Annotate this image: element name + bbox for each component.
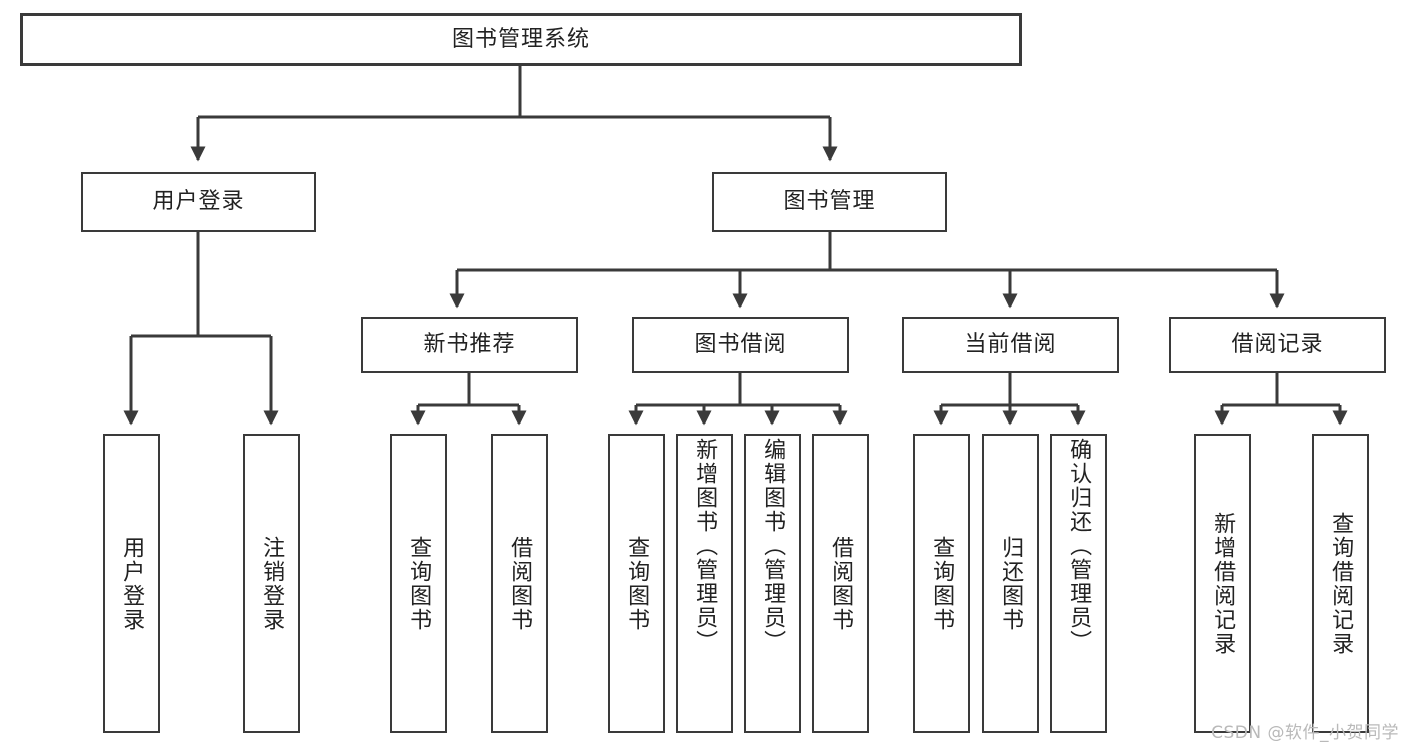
leaf-current-confirm-return-label: 确认归还（管理员） [1066,438,1092,654]
node-book-borrow[interactable]: 图书借阅 [632,317,849,373]
node-borrow-record-label: 借阅记录 [1231,332,1324,358]
node-new-book-recommend[interactable]: 新书推荐 [361,317,578,373]
leaf-borrow-add-book-label: 新增图书（管理员） [692,438,718,654]
leaf-current-confirm-return[interactable]: 确认归还（管理员） [1050,434,1107,733]
leaf-record-add-record[interactable]: 新增借阅记录 [1194,434,1251,733]
leaf-newbook-borrow-book[interactable]: 借阅图书 [491,434,548,733]
node-new-book-recommend-label: 新书推荐 [423,332,516,358]
leaf-current-query-book-label: 查询图书 [929,535,955,632]
leaf-user-login-label: 用户登录 [119,535,145,632]
leaf-borrow-query-book[interactable]: 查询图书 [608,434,665,733]
node-book-management[interactable]: 图书管理 [712,172,947,232]
leaf-borrow-add-book[interactable]: 新增图书（管理员） [676,434,733,733]
node-book-borrow-label: 图书借阅 [694,332,787,358]
leaf-user-logout-label: 注销登录 [259,535,285,632]
leaf-borrow-edit-book[interactable]: 编辑图书（管理员） [744,434,801,733]
leaf-current-return-book[interactable]: 归还图书 [982,434,1039,733]
node-current-borrow-label: 当前借阅 [964,332,1057,358]
leaf-user-login[interactable]: 用户登录 [103,434,160,733]
leaf-borrow-edit-book-label: 编辑图书（管理员） [760,438,786,654]
leaf-record-add-record-label: 新增借阅记录 [1210,511,1236,656]
leaf-current-query-book[interactable]: 查询图书 [913,434,970,733]
leaf-borrow-lend-book-label: 借阅图书 [828,535,854,632]
leaf-newbook-query-book-label: 查询图书 [406,535,432,632]
leaf-borrow-lend-book[interactable]: 借阅图书 [812,434,869,733]
leaf-user-logout[interactable]: 注销登录 [243,434,300,733]
leaf-newbook-borrow-book-label: 借阅图书 [507,535,533,632]
node-book-management-label: 图书管理 [783,189,876,215]
leaf-record-query-record-label: 查询借阅记录 [1328,511,1354,656]
node-root[interactable]: 图书管理系统 [20,13,1022,66]
node-user-login-label: 用户登录 [152,189,245,215]
leaf-current-return-book-label: 归还图书 [998,535,1024,632]
node-current-borrow[interactable]: 当前借阅 [902,317,1119,373]
node-borrow-record[interactable]: 借阅记录 [1169,317,1386,373]
leaf-borrow-query-book-label: 查询图书 [624,535,650,632]
leaf-newbook-query-book[interactable]: 查询图书 [390,434,447,733]
node-root-label: 图书管理系统 [451,26,590,52]
leaf-record-query-record[interactable]: 查询借阅记录 [1312,434,1369,733]
node-user-login[interactable]: 用户登录 [81,172,316,232]
watermark-text: CSDN @软件_小贺同学 [1211,723,1399,743]
